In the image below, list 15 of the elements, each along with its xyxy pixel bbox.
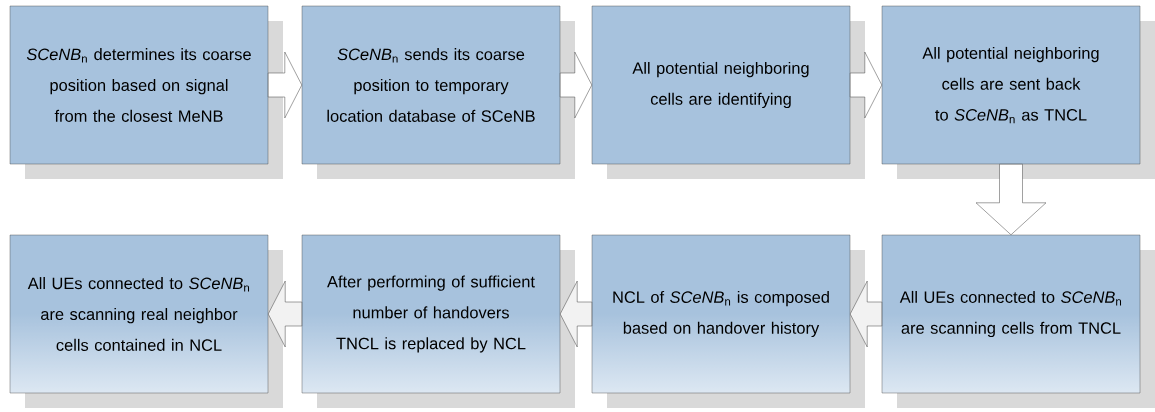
process-box: NCL of SCeNB$_{n}$ is composed based on handover history [591, 234, 865, 408]
block-arrow [559, 280, 593, 348]
process-box: All UEs connected to SCeNB$_{n}$ are scanning real neighbor cells contained in NCL [9, 234, 283, 408]
process-box: SCeNB$_{n}$ sends its coarse position to temporary location database of SCeNB [301, 5, 575, 179]
process-box: All potential neighboring cells are sent back to SCeNB$_{n}$ as TNCL [881, 5, 1155, 179]
block-arrow [559, 51, 593, 119]
block-arrow [849, 280, 883, 348]
process-box: All UEs connected to SCeNB$_{n}$ are scanning cells from TNCL [881, 234, 1155, 408]
block-arrow [267, 280, 303, 348]
block-arrow [267, 51, 303, 119]
block-arrow [975, 163, 1047, 236]
block-arrow [849, 51, 883, 119]
process-box: SCeNB$_{n}$ determines its coarse position based on signal from the closest MeNB [9, 5, 283, 179]
process-box: All potential neighboring cells are identifying [591, 5, 865, 179]
process-box: After performing of sufficient number of handovers TNCL is replaced by NCL [301, 234, 575, 408]
